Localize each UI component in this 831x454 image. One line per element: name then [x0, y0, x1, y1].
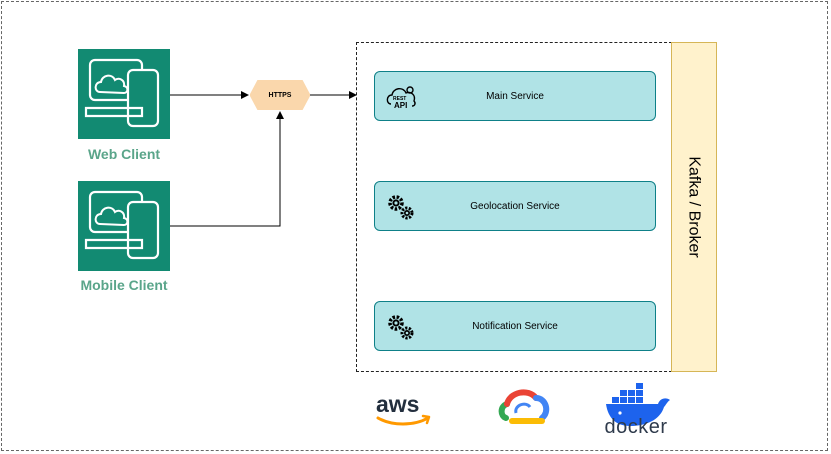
main-service-box: REST API Main Service: [374, 71, 656, 121]
kafka-broker-bar: [671, 42, 717, 372]
rest-api-icon: REST API: [386, 86, 416, 110]
desktop-cloud-icon: [84, 190, 160, 260]
docker-whale-icon: [606, 383, 670, 426]
aws-logo-icon: aws: [376, 391, 431, 426]
rest-icon-text: REST: [393, 96, 406, 102]
https-gateway: [250, 80, 310, 110]
web-client-tile: [78, 49, 170, 139]
desktop-cloud-icon: [84, 58, 160, 128]
docker-logo: docker: [600, 380, 672, 438]
mobile-client-tile: [78, 181, 170, 271]
api-icon-text: API: [394, 101, 407, 110]
google-cloud-icon: [498, 386, 552, 430]
geolocation-service-box: Geolocation Service: [374, 181, 656, 231]
notification-service-box: Notification Service: [374, 301, 656, 351]
docker-logo-text: docker: [604, 416, 668, 438]
kafka-broker-label: Kafka / Broker: [686, 156, 703, 258]
gears-icon: [388, 315, 414, 340]
web-client-label: Web Client: [87, 146, 161, 162]
gears-icon: [388, 195, 414, 220]
aws-logo: aws: [374, 388, 434, 430]
notification-service-label: Notification Service: [472, 320, 558, 332]
https-label: HTTPS: [268, 91, 292, 99]
aws-logo-text: aws: [376, 391, 419, 417]
geolocation-service-label: Geolocation Service: [470, 200, 560, 212]
main-service-label: Main Service: [486, 90, 544, 102]
mobile-client-label: Mobile Client: [80, 277, 168, 293]
kafka-broker-label-wrap: Kafka / Broker: [671, 42, 717, 372]
